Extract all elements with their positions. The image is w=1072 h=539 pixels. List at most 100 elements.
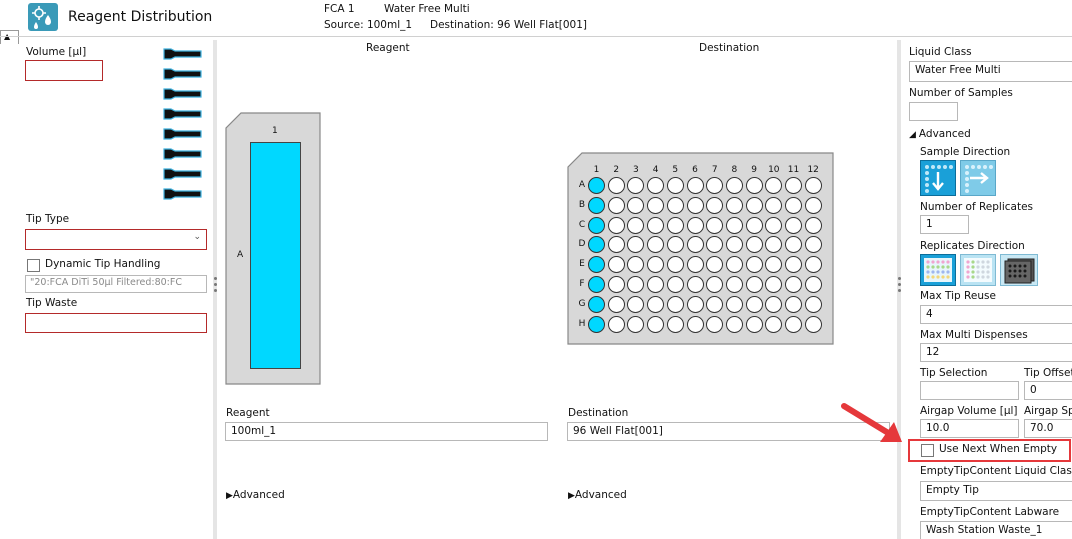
- dynamic-tip-field[interactable]: "20:FCA DiTi 50µl Filtered:80:FC: [25, 275, 207, 293]
- liquid-class-select[interactable]: Water Free Multi: [909, 61, 1072, 82]
- airgap-speed-input[interactable]: 70.0: [1024, 419, 1072, 438]
- plate-well[interactable]: [686, 216, 704, 234]
- plate-well[interactable]: [666, 295, 684, 313]
- tip-type-select[interactable]: ⌄: [25, 229, 207, 250]
- volume-input[interactable]: [25, 60, 103, 81]
- plate-well[interactable]: [686, 196, 704, 214]
- replicates-direction-button-2[interactable]: [960, 254, 996, 286]
- use-next-checkbox[interactable]: [921, 444, 934, 457]
- airgap-volume-input[interactable]: 10.0: [920, 419, 1019, 438]
- plate-well[interactable]: [785, 276, 802, 293]
- plate-well[interactable]: [627, 216, 645, 234]
- plate-well[interactable]: [804, 177, 822, 194]
- plate-well[interactable]: [785, 216, 802, 234]
- plate-well[interactable]: [706, 256, 724, 274]
- plate-well[interactable]: [765, 196, 783, 214]
- plate-well[interactable]: [785, 236, 802, 254]
- plate-well[interactable]: [725, 216, 743, 234]
- plate-well[interactable]: [647, 216, 665, 234]
- plate-well[interactable]: [765, 216, 783, 234]
- plate-well[interactable]: [785, 196, 802, 214]
- right-splitter[interactable]: [897, 40, 901, 539]
- plate-well[interactable]: [588, 295, 605, 313]
- plate-well[interactable]: [627, 276, 645, 293]
- plate-well[interactable]: [785, 295, 802, 313]
- plate-well[interactable]: [627, 236, 645, 254]
- plate-well[interactable]: [745, 236, 763, 254]
- empty-tip-labware-select[interactable]: Wash Station Waste_1: [920, 521, 1072, 539]
- plate-well[interactable]: [765, 177, 783, 194]
- plate-well[interactable]: [765, 315, 783, 333]
- collapse-toggle[interactable]: ▲: [0, 30, 19, 44]
- plate-well[interactable]: [706, 276, 724, 293]
- plate-well[interactable]: [804, 315, 822, 333]
- plate-well[interactable]: [588, 276, 605, 293]
- plate-well[interactable]: [686, 276, 704, 293]
- plate-well[interactable]: [647, 196, 665, 214]
- max-tip-reuse-input[interactable]: 4: [920, 305, 1072, 324]
- plate-well[interactable]: [706, 236, 724, 254]
- plate-well[interactable]: [627, 256, 645, 274]
- plate-well[interactable]: [706, 295, 724, 313]
- plate-well[interactable]: [588, 315, 605, 333]
- plate-well[interactable]: [607, 196, 625, 214]
- plate-well[interactable]: [647, 295, 665, 313]
- plate-well[interactable]: [666, 177, 684, 194]
- plate-well[interactable]: [706, 216, 724, 234]
- plate-well[interactable]: [804, 236, 822, 254]
- plate-well[interactable]: [785, 315, 802, 333]
- tip-waste-input[interactable]: [25, 313, 207, 333]
- plate-well[interactable]: [666, 276, 684, 293]
- advanced-expander-destination[interactable]: ▶Advanced: [568, 489, 627, 501]
- max-multi-dispenses-input[interactable]: 12: [920, 343, 1072, 362]
- plate-well[interactable]: [607, 315, 625, 333]
- plate-well[interactable]: [666, 315, 684, 333]
- plate-well[interactable]: [804, 276, 822, 293]
- plate-well[interactable]: [627, 315, 645, 333]
- plate-well[interactable]: [686, 295, 704, 313]
- plate-well[interactable]: [725, 276, 743, 293]
- sample-direction-column-button[interactable]: [920, 160, 956, 196]
- plate-well[interactable]: [804, 216, 822, 234]
- advanced-expander-right[interactable]: ◢Advanced: [909, 128, 971, 140]
- plate-well[interactable]: [647, 315, 665, 333]
- tip-selection-input[interactable]: [920, 381, 1019, 400]
- plate-well[interactable]: [785, 177, 802, 194]
- plate-well[interactable]: [666, 236, 684, 254]
- reagent-field[interactable]: 100ml_1: [225, 422, 548, 441]
- plate-well[interactable]: [647, 276, 665, 293]
- plate-well[interactable]: [686, 315, 704, 333]
- plate-well[interactable]: [725, 315, 743, 333]
- plate-well[interactable]: [666, 196, 684, 214]
- plate-well[interactable]: [607, 256, 625, 274]
- plate-well[interactable]: [588, 177, 605, 194]
- plate-well[interactable]: [706, 177, 724, 194]
- plate-well[interactable]: [745, 256, 763, 274]
- plate-well[interactable]: [745, 177, 763, 194]
- plate-well[interactable]: [647, 177, 665, 194]
- plate-well[interactable]: [627, 196, 645, 214]
- plate-well[interactable]: [804, 256, 822, 274]
- sample-direction-row-button[interactable]: [960, 160, 996, 196]
- plate-well[interactable]: [725, 256, 743, 274]
- plate-well[interactable]: [804, 196, 822, 214]
- plate-well[interactable]: [725, 177, 743, 194]
- plate-well[interactable]: [765, 295, 783, 313]
- plate-well[interactable]: [725, 236, 743, 254]
- plate-well[interactable]: [607, 177, 625, 194]
- plate-well[interactable]: [607, 236, 625, 254]
- replicates-direction-button-3[interactable]: [1000, 254, 1038, 286]
- num-samples-input[interactable]: [909, 102, 958, 121]
- plate-well[interactable]: [725, 295, 743, 313]
- plate-well[interactable]: [765, 256, 783, 274]
- plate-well[interactable]: [745, 196, 763, 214]
- plate-well[interactable]: [706, 315, 724, 333]
- plate-well[interactable]: [686, 236, 704, 254]
- plate-well[interactable]: [588, 236, 605, 254]
- plate-well[interactable]: [706, 196, 724, 214]
- plate-well[interactable]: [588, 196, 605, 214]
- plate-well[interactable]: [627, 295, 645, 313]
- plate-well[interactable]: [647, 236, 665, 254]
- plate-well[interactable]: [745, 216, 763, 234]
- plate-well[interactable]: [686, 256, 704, 274]
